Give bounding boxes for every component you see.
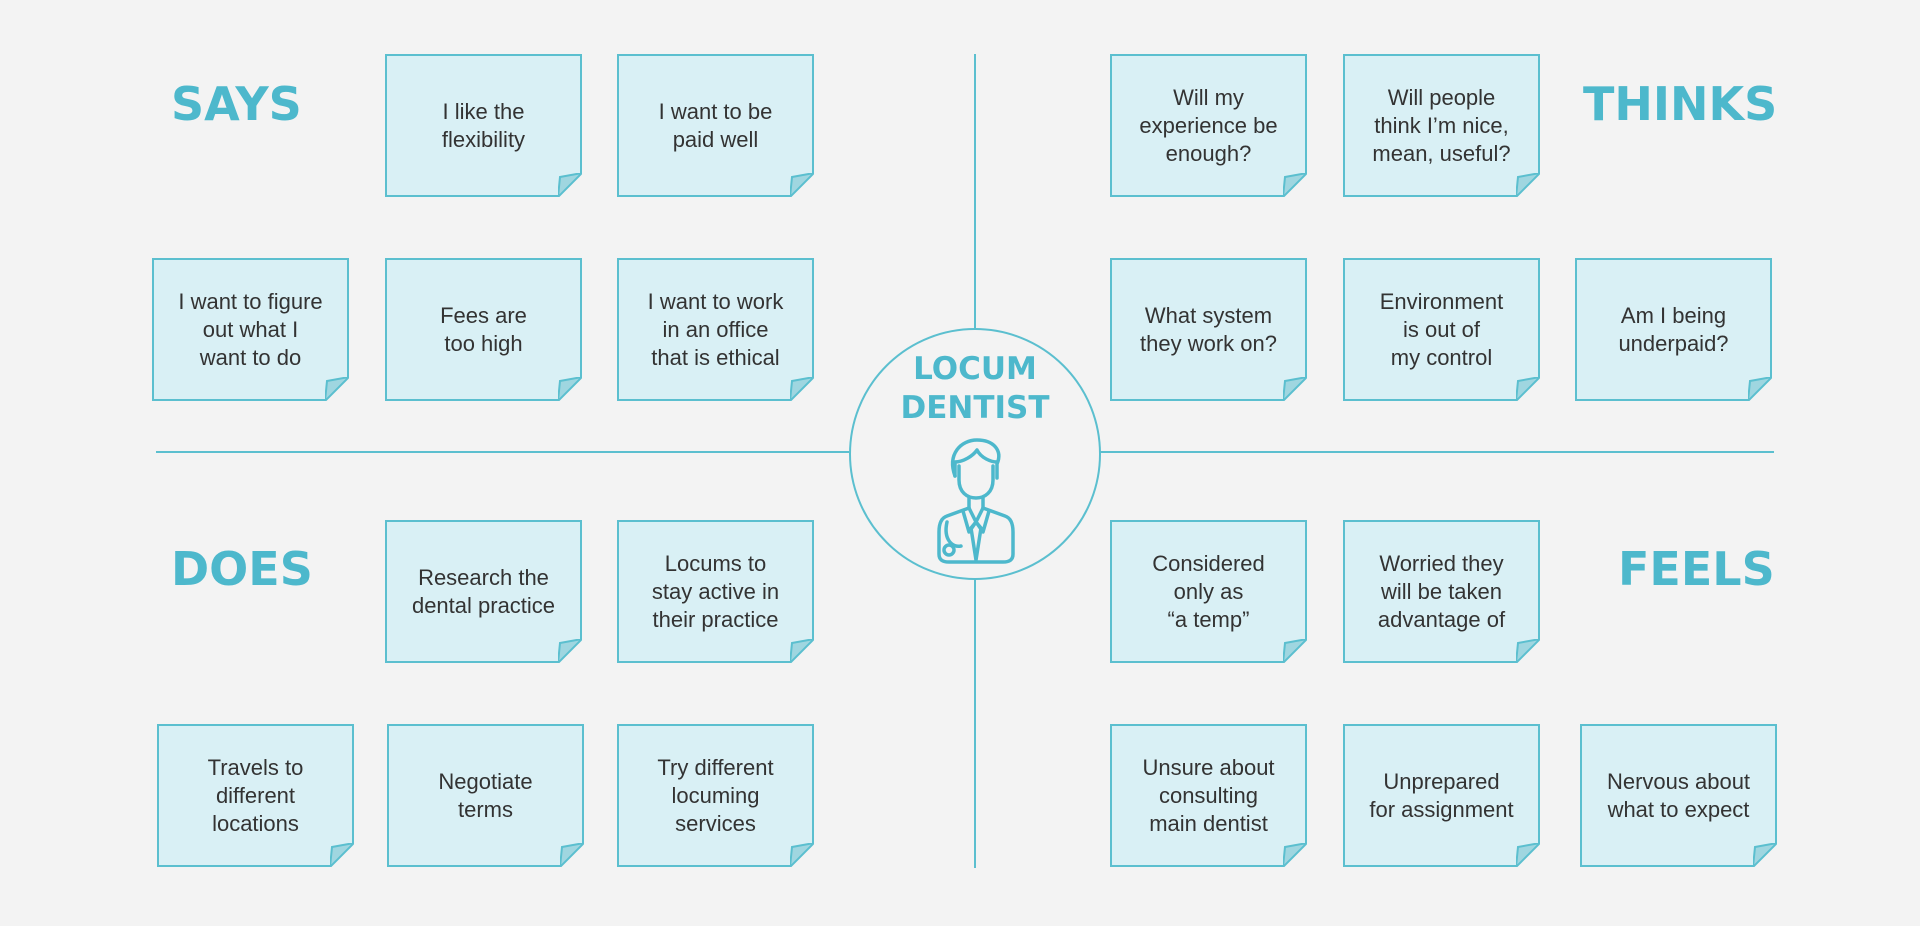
note-text: Try different locuming services xyxy=(657,754,774,836)
page-curl xyxy=(790,377,814,401)
page-curl xyxy=(790,639,814,663)
note-text: Am I being underpaid? xyxy=(1618,302,1729,356)
says-label: SAYS xyxy=(171,77,302,131)
note-text: I like the flexibility xyxy=(441,98,526,152)
page-curl xyxy=(1283,173,1307,197)
page-curl xyxy=(1516,639,1540,663)
sticky-note: Unsure about consulting main dentist xyxy=(1110,724,1307,867)
sticky-note: Will people think I’m nice, mean, useful… xyxy=(1343,54,1540,197)
page-curl xyxy=(790,173,814,197)
note-text: Environment is out of my control xyxy=(1379,288,1504,370)
persona-title: LOCUM DENTIST xyxy=(851,350,1099,428)
page-curl xyxy=(558,173,582,197)
page-curl xyxy=(1283,377,1307,401)
note-text: Fees are too high xyxy=(440,302,527,356)
note-text: Research the dental practice xyxy=(411,564,556,618)
sticky-note: Considered only as “a temp” xyxy=(1110,520,1307,663)
persona-title-line1: LOCUM xyxy=(913,351,1037,387)
does-label: DOES xyxy=(171,542,313,596)
sticky-note: Am I being underpaid? xyxy=(1575,258,1772,401)
note-text: Travels to different locations xyxy=(207,754,304,836)
sticky-note: I want to work in an office that is ethi… xyxy=(617,258,814,401)
sticky-note: Environment is out of my control xyxy=(1343,258,1540,401)
persona-circle: LOCUM DENTIST xyxy=(849,328,1101,580)
page-curl xyxy=(1516,377,1540,401)
note-text: Nervous about what to expect xyxy=(1606,768,1751,822)
page-curl xyxy=(560,843,584,867)
thinks-label: THINKS xyxy=(1583,77,1778,131)
note-text: Considered only as “a temp” xyxy=(1152,550,1265,632)
sticky-note: Will my experience be enough? xyxy=(1110,54,1307,197)
note-text: I want to be paid well xyxy=(658,98,773,152)
page-curl xyxy=(1748,377,1772,401)
note-text: Will my experience be enough? xyxy=(1139,84,1278,166)
page-curl xyxy=(1516,173,1540,197)
page-curl xyxy=(558,377,582,401)
sticky-note: Travels to different locations xyxy=(157,724,354,867)
note-text: I want to figure out what I want to do xyxy=(178,288,323,370)
sticky-note: Negotiate terms xyxy=(387,724,584,867)
note-text: Worried they will be taken advantage of xyxy=(1377,550,1506,632)
sticky-note: Locums to stay active in their practice xyxy=(617,520,814,663)
feels-label: FEELS xyxy=(1618,542,1775,596)
note-text: Locums to stay active in their practice xyxy=(651,550,780,632)
sticky-note: Worried they will be taken advantage of xyxy=(1343,520,1540,663)
page-curl xyxy=(1283,639,1307,663)
horizontal-divider-left xyxy=(156,451,849,453)
persona-title-line2: DENTIST xyxy=(900,390,1050,426)
horizontal-divider-right xyxy=(1100,451,1774,453)
dentist-person-icon xyxy=(937,438,1015,564)
sticky-note: Unprepared for assignment xyxy=(1343,724,1540,867)
page-curl xyxy=(325,377,349,401)
page-curl xyxy=(1283,843,1307,867)
sticky-note: Try different locuming services xyxy=(617,724,814,867)
note-text: Unprepared for assignment xyxy=(1369,768,1514,822)
note-text: What system they work on? xyxy=(1140,302,1277,356)
page-curl xyxy=(1753,843,1777,867)
sticky-note: Fees are too high xyxy=(385,258,582,401)
vertical-divider-bottom xyxy=(974,578,976,868)
sticky-note: I want to figure out what I want to do xyxy=(152,258,349,401)
note-text: Negotiate terms xyxy=(438,768,533,822)
page-curl xyxy=(330,843,354,867)
page-curl xyxy=(790,843,814,867)
sticky-note: What system they work on? xyxy=(1110,258,1307,401)
note-text: Will people think I’m nice, mean, useful… xyxy=(1372,84,1511,166)
sticky-note: Nervous about what to expect xyxy=(1580,724,1777,867)
note-text: I want to work in an office that is ethi… xyxy=(647,288,784,370)
sticky-note: I want to be paid well xyxy=(617,54,814,197)
sticky-note: Research the dental practice xyxy=(385,520,582,663)
note-text: Unsure about consulting main dentist xyxy=(1142,754,1275,836)
sticky-note: I like the flexibility xyxy=(385,54,582,197)
vertical-divider-top xyxy=(974,54,976,328)
page-curl xyxy=(1516,843,1540,867)
page-curl xyxy=(558,639,582,663)
